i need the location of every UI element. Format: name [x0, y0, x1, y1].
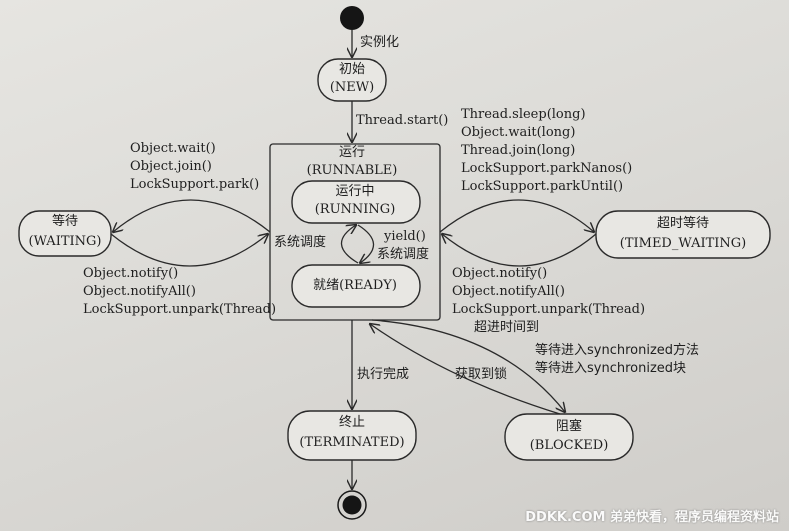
- label-from-waiting: Object.notify() Object.notifyAll() LockS…: [83, 265, 276, 319]
- edge-schedule: [340, 225, 359, 264]
- label-line: LockSupport.parkUntil(): [461, 179, 624, 194]
- state-waiting-code: (WAITING): [28, 234, 102, 249]
- label-line: Object.notify(): [83, 266, 179, 281]
- label-line: 等待进入synchronized块: [535, 361, 687, 376]
- state-ready-box: [291, 264, 421, 308]
- final-node: [342, 495, 362, 515]
- state-terminated-code: (TERMINATED): [299, 435, 405, 450]
- state-terminated-name: 终止: [338, 415, 366, 430]
- label-line: Object.wait(long): [461, 125, 576, 140]
- state-new-code: (NEW): [329, 80, 375, 95]
- label-schedule: 系统调度: [274, 235, 327, 250]
- label-line: LockSupport.park(): [130, 177, 260, 192]
- state-runnable-code: (RUNNABLE): [306, 163, 398, 178]
- label-line: 超进时间到: [474, 320, 540, 335]
- label-from-timed-waiting: Object.notify() Object.notifyAll() LockS…: [452, 265, 645, 337]
- label-line: Object.join(): [130, 159, 212, 174]
- watermark: DDKK.COM 弟弟快看，程序员编程资料站: [525, 510, 779, 525]
- label-line: Object.wait(): [130, 141, 216, 156]
- label-line: Object.notifyAll(): [83, 284, 196, 299]
- state-running-code: (RUNNING): [314, 202, 396, 217]
- edge-from-waiting: [110, 234, 268, 267]
- state-blocked-code: (BLOCKED): [529, 438, 609, 453]
- state-blocked-name: 阻塞: [555, 419, 583, 434]
- state-running-name: 运行中: [335, 184, 375, 199]
- label-line: LockSupport.parkNanos(): [461, 161, 633, 176]
- label-line: Object.notifyAll(): [452, 284, 565, 299]
- state-timed-waiting-name: 超时等待: [656, 216, 710, 231]
- state-timed-waiting-code: (TIMED_WAITING): [619, 236, 747, 251]
- edge-to-waiting: [113, 199, 271, 232]
- state-running-box: [291, 180, 421, 224]
- label-to-blocked: 等待进入synchronized方法 等待进入synchronized块: [535, 342, 699, 378]
- label-yield: yield(): [384, 229, 426, 244]
- edge-to-timed-waiting: [439, 199, 594, 232]
- label-instantiate: 实例化: [360, 35, 400, 50]
- state-ready-name: 就绪(READY): [313, 278, 397, 293]
- state-runnable-name: 运行: [338, 145, 366, 160]
- edge-from-timed-waiting: [442, 234, 597, 267]
- state-blocked-box: [504, 413, 634, 461]
- edge-yield: [357, 224, 375, 263]
- label-finish: 执行完成: [357, 367, 410, 382]
- label-line: Object.notify(): [452, 266, 548, 281]
- state-waiting-name: 等待: [51, 214, 79, 229]
- label-to-waiting: Object.wait() Object.join() LockSupport.…: [130, 140, 259, 194]
- label-line: LockSupport.unpark(Thread): [83, 302, 277, 317]
- label-to-timed-waiting: Thread.sleep(long) Object.wait(long) Thr…: [461, 106, 632, 196]
- label-line: 等待进入synchronized方法: [535, 343, 700, 358]
- label-acquire-lock: 获取到锁: [455, 367, 508, 382]
- label-yield-schedule: 系统调度: [377, 247, 430, 262]
- label-line: LockSupport.unpark(Thread): [452, 302, 646, 317]
- label-line: Thread.sleep(long): [461, 107, 586, 122]
- label-thread-start: Thread.start(): [356, 113, 449, 128]
- label-line: Thread.join(long): [461, 143, 576, 158]
- state-new-name: 初始: [338, 62, 366, 77]
- initial-node: [340, 6, 364, 30]
- edge-acquire-lock: [370, 324, 561, 415]
- edge-to-blocked: [371, 319, 565, 412]
- final-node-ring: [337, 490, 367, 520]
